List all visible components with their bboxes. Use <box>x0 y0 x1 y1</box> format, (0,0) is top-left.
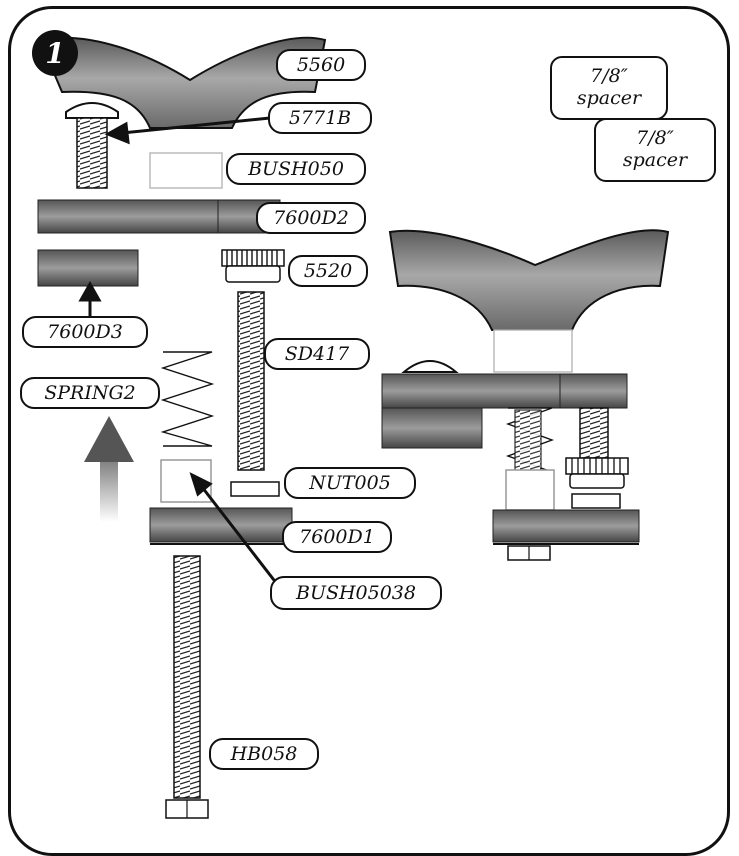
block-7600d3 <box>37 249 139 287</box>
callout-arrows <box>78 116 279 585</box>
bushing-bush05038 <box>160 459 212 503</box>
upward-arrow-icon <box>84 416 134 522</box>
spacer-label-2: 7/8″ spacer <box>594 118 716 182</box>
block-7600d2 <box>37 199 281 234</box>
spacer-label-1-size: 7/8″ <box>590 65 628 88</box>
label-hb058: HB058 <box>209 738 319 770</box>
spring-spring2 <box>160 351 215 447</box>
label-bush05038: BUSH05038 <box>270 576 442 610</box>
label-7600d3: 7600D3 <box>22 316 148 348</box>
spacer-label-1: 7/8″ spacer <box>550 56 668 120</box>
label-5771b: 5771B <box>268 102 372 134</box>
nut-nut005 <box>230 481 280 497</box>
t-knob-5560 <box>38 36 327 129</box>
stud-sd417 <box>237 291 265 471</box>
label-5520: 5520 <box>288 255 368 287</box>
bushing-bush050 <box>149 152 223 189</box>
spacer-label-2-text: spacer <box>622 149 688 171</box>
spacer-label-1-text: spacer <box>576 87 642 109</box>
bolt-hb058 <box>165 555 209 819</box>
spacer-label-2-size: 7/8″ <box>636 127 674 150</box>
label-nut005: NUT005 <box>284 467 416 499</box>
assembled-view <box>381 229 670 561</box>
label-spring2: SPRING2 <box>20 377 160 409</box>
label-5560: 5560 <box>276 49 366 81</box>
step-number-badge: 1 <box>32 30 78 76</box>
label-sd417: SD417 <box>264 338 370 370</box>
label-bush050: BUSH050 <box>226 153 366 185</box>
label-7600d2: 7600D2 <box>256 202 366 234</box>
label-7600d1: 7600D1 <box>282 521 392 553</box>
screw-5771b <box>65 102 119 189</box>
knurled-knob-5520 <box>221 249 285 283</box>
